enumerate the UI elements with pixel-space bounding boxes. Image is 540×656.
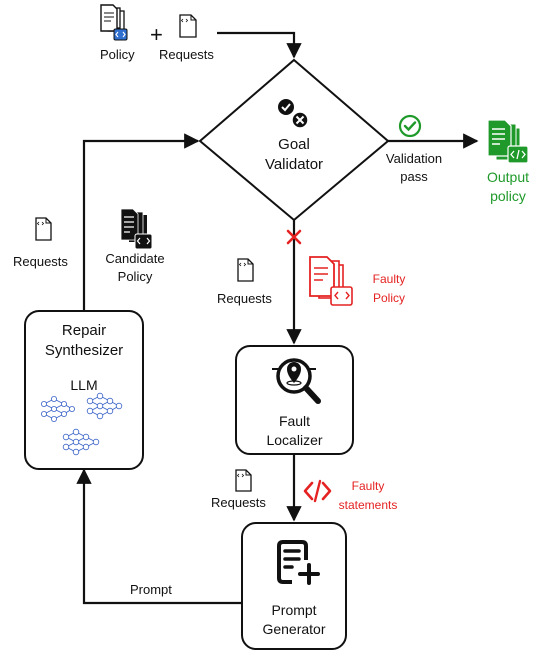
prompt-label: Prompt [130,582,172,597]
fault-localizer-label: Fault Localizer [266,413,323,448]
prompt-add-document-icon [277,540,320,585]
output-policy-label: Output policy [486,169,530,204]
left-requests-document-icon [35,217,52,241]
plus-sign: + [150,22,163,47]
candidate-policy-label: Candidate Policy [105,251,165,284]
left-requests-label: Requests [13,254,68,269]
prompt-generator-box [241,522,347,650]
arrow-repair-to-validator [82,133,200,310]
output-policy-icon [487,119,529,164]
policy-label: Policy [100,47,135,62]
policy-document-icon [100,4,128,41]
arrow-requests-to-validator [217,31,302,59]
faulty-statements-code-icon [303,479,332,503]
mid-requests-document-icon [237,258,254,282]
prompt-generator-label: Prompt Generator [262,602,326,637]
requests-document-icon [179,14,197,38]
faulty-statements-label: Faulty statements [338,479,398,513]
llm-label: LLM [70,377,98,393]
mid-requests-label: Requests [217,291,272,306]
validation-fail-x-icon [286,229,302,245]
low-requests-document-icon [235,469,252,492]
faulty-policy-label: Faulty Policy [372,272,406,306]
validation-pass-label: Validation pass [385,151,443,184]
low-requests-label: Requests [211,495,266,510]
arrow-prompt-generator-to-repair [76,468,242,605]
goal-check-icon [278,99,309,129]
fault-localizer-box [235,345,354,455]
repair-synthesizer-box [24,310,144,470]
validation-pass-check-icon [398,114,422,138]
goal-validator-label: Goal Validator [264,136,324,174]
faulty-policy-icon [309,256,353,306]
candidate-policy-icon [120,208,153,250]
fault-localizer-search-icon [272,358,321,404]
goal-validator-diamond [198,58,390,222]
neural-network-icon [41,392,123,456]
requests-label: Requests [159,47,214,62]
repair-synthesizer-label: Repair Synthesizer [44,322,124,360]
